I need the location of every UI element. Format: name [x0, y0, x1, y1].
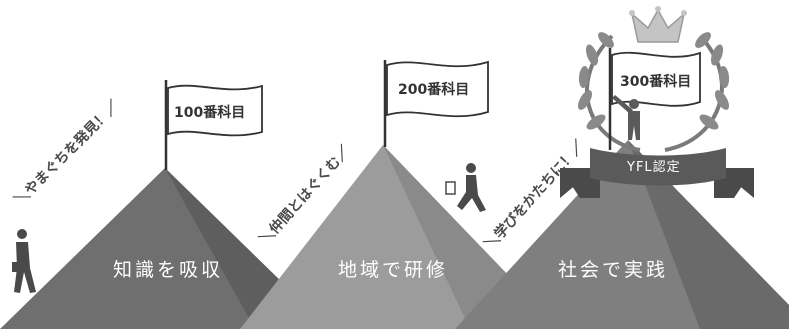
mountain-1-label: 知識を吸収 [113, 259, 224, 281]
flag-3 [608, 48, 701, 150]
flag-1-label: 100番科目 [174, 105, 246, 121]
climbing-person-icon [445, 163, 486, 212]
certification-badge-label: YFL認定 [627, 160, 681, 175]
mountain-2-label: 地域で研修 [338, 259, 449, 281]
mountain-3-shadow [628, 140, 789, 329]
laurel-wreath-icon [578, 32, 730, 152]
certification-ribbon [560, 148, 754, 198]
flag-3-label: 300番科目 [620, 74, 692, 90]
mountain-3-label: 社会で実践 [558, 259, 669, 281]
summit-person-icon [612, 95, 640, 140]
flag-2 [383, 60, 489, 147]
flag-2-label: 200番科目 [398, 82, 470, 98]
crown-icon [629, 6, 687, 43]
walking-person-icon [12, 229, 36, 293]
flag-1 [164, 80, 263, 170]
